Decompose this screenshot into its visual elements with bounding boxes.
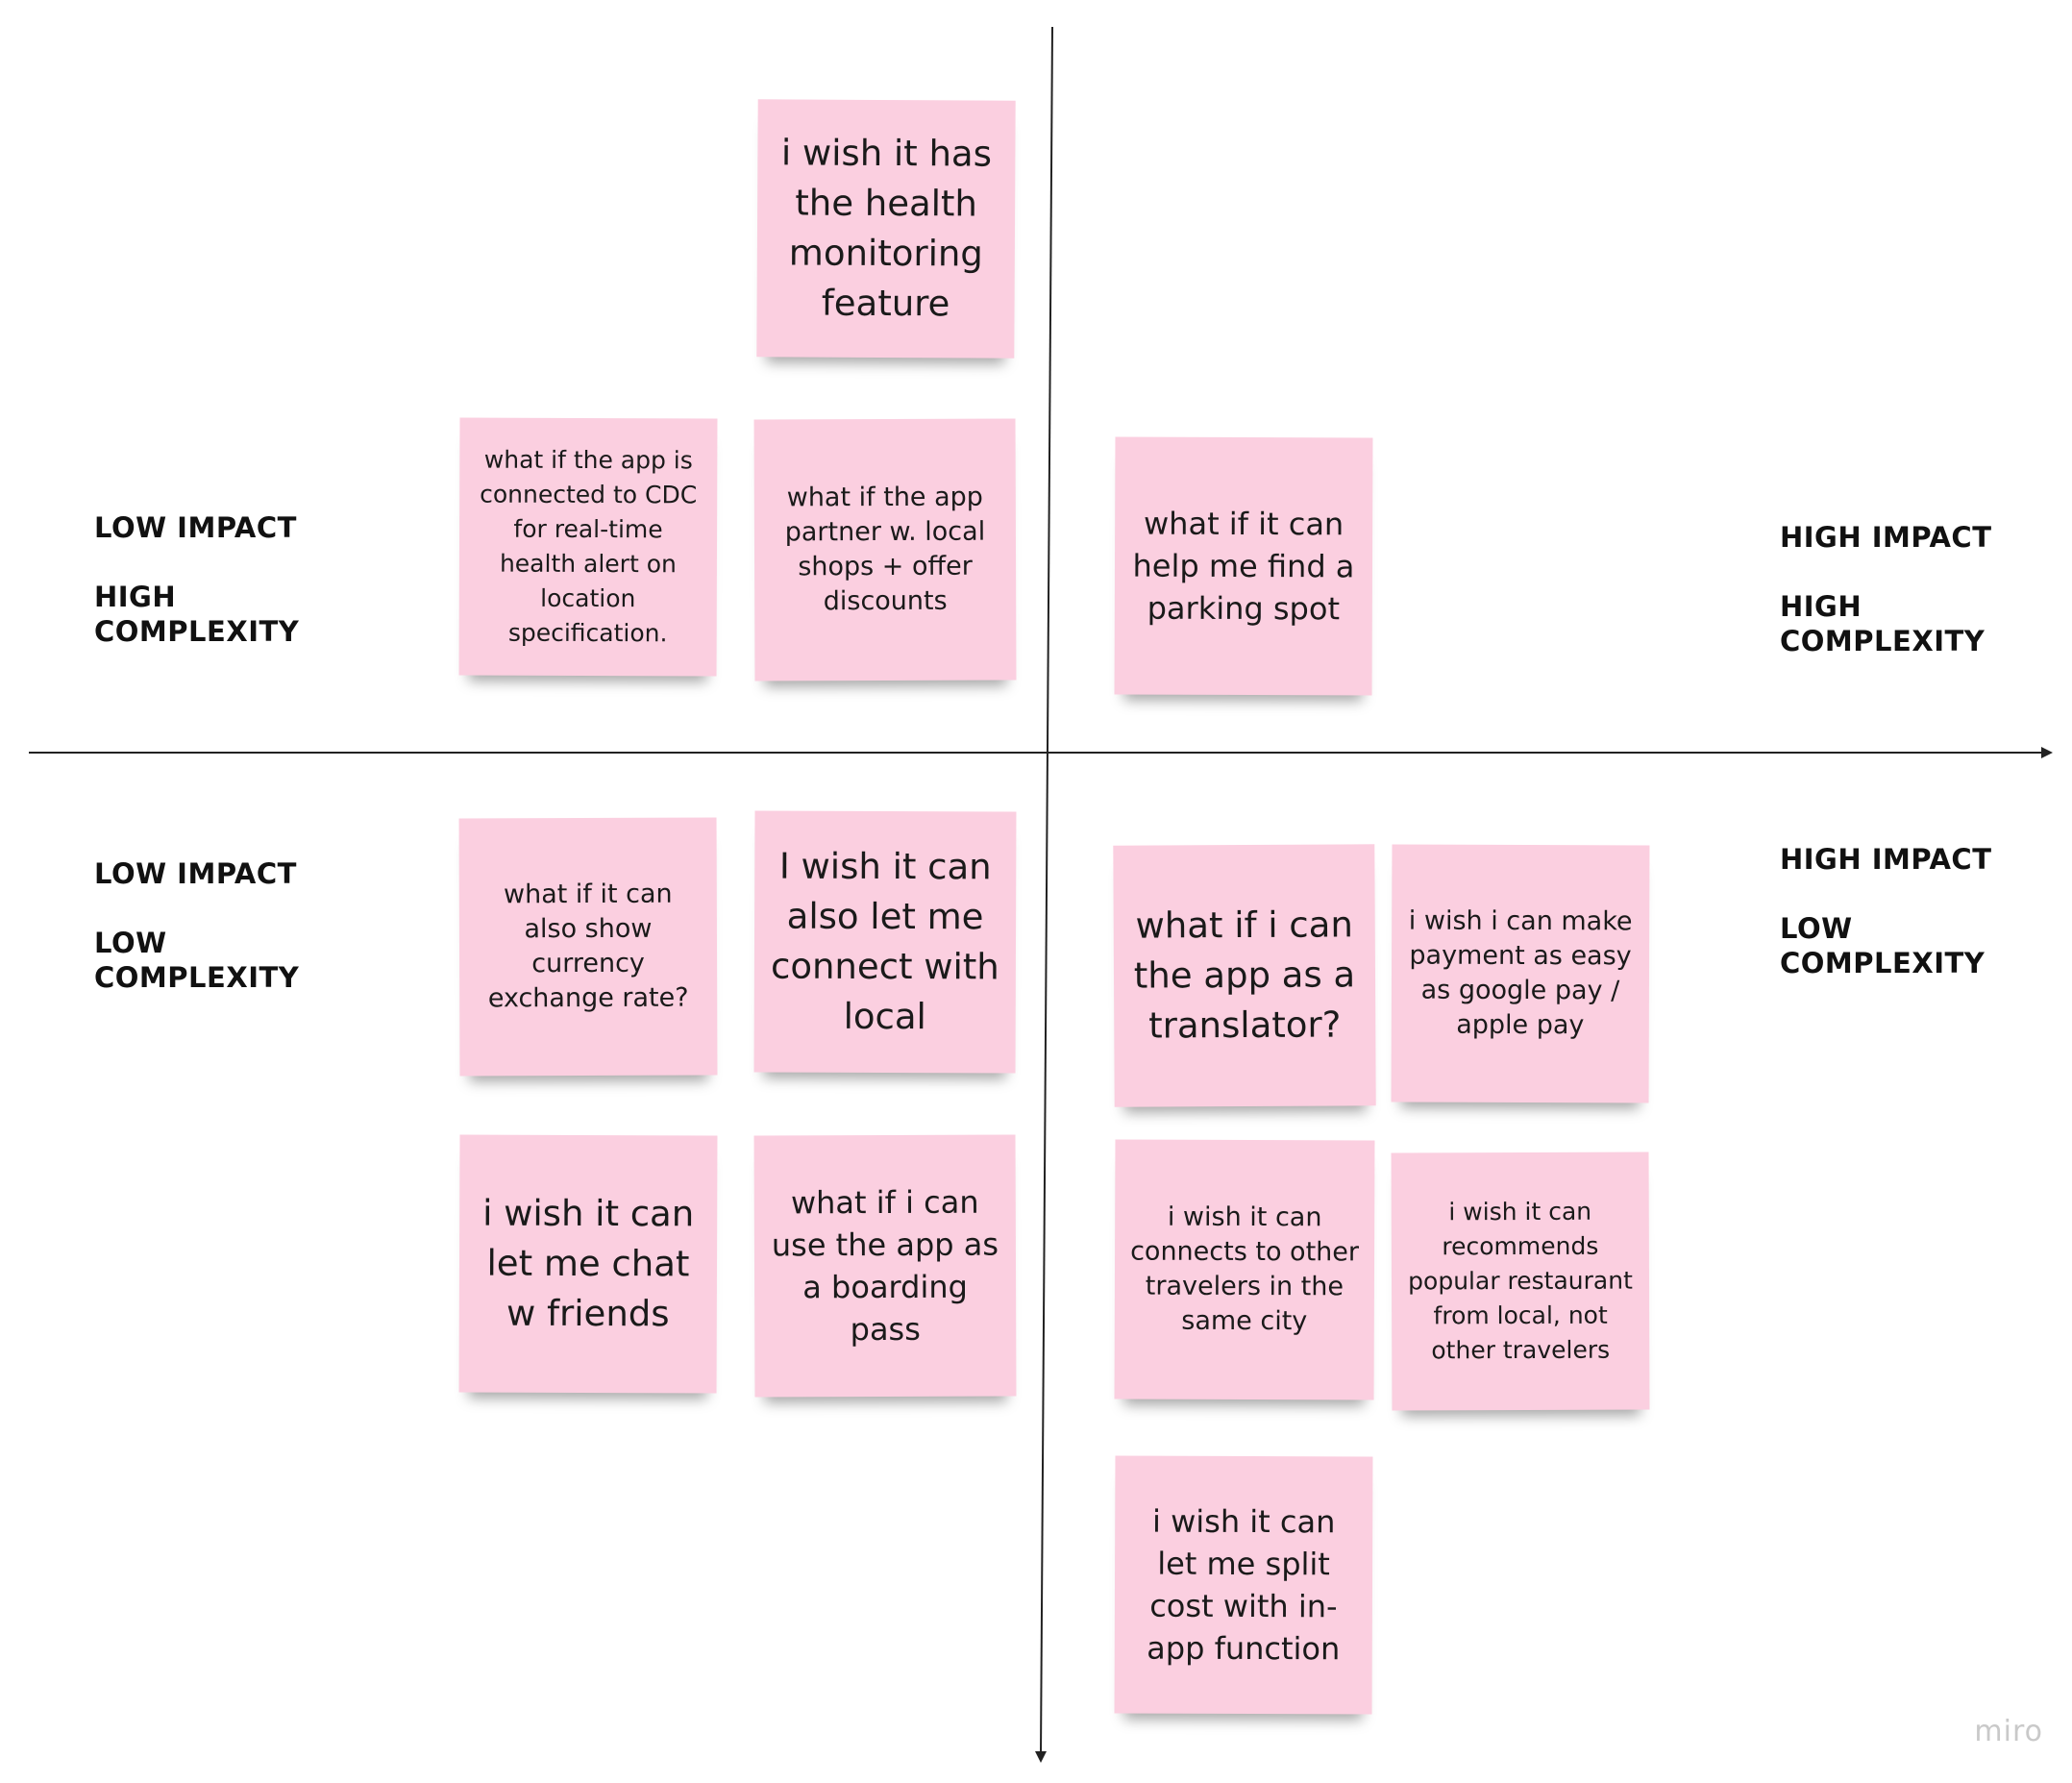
sticky-note[interactable]: i wish i can make payment as easy as goo…	[1391, 844, 1650, 1103]
sticky-note-text: what if it can help me find a parking sp…	[1132, 505, 1355, 628]
quadrant-label-bottom-right: HIGH IMPACT LOW COMPLEXITY	[1780, 843, 1992, 979]
sticky-note-text: i wish it can connects to other traveler…	[1130, 1201, 1360, 1337]
sticky-note-text: i wish it can let me split cost with in-…	[1147, 1502, 1341, 1668]
sticky-note[interactable]: i wish it can connects to other traveler…	[1114, 1139, 1375, 1400]
sticky-note-text: what if the app is connected to CDC for …	[480, 445, 698, 648]
sticky-note[interactable]: I wish it can also let me connect with l…	[753, 810, 1017, 1074]
sticky-note-text: I wish it can also let me connect with l…	[770, 845, 999, 1038]
sticky-note-text: what if i can use the app as a boarding …	[771, 1183, 999, 1349]
sticky-note[interactable]: what if i can the app as a translator?	[1113, 844, 1376, 1107]
sticky-note-text: i wish it can recommends popular restaur…	[1408, 1197, 1633, 1365]
quadrant-label-top-right: HIGH IMPACT HIGH COMPLEXITY	[1780, 521, 1992, 657]
sticky-note[interactable]: i wish it has the health monitoring feat…	[756, 99, 1016, 359]
sticky-note-text: what if i can the app as a translator?	[1133, 904, 1356, 1047]
sticky-note[interactable]: what if it can help me find a parking sp…	[1114, 436, 1373, 696]
horizontal-axis-arrowhead	[2041, 747, 2053, 758]
sticky-note[interactable]: what if i can use the app as a boarding …	[753, 1134, 1017, 1398]
sticky-note[interactable]: i wish it can recommends popular restaur…	[1391, 1152, 1650, 1411]
vertical-axis	[1040, 26, 1053, 1755]
sticky-note-text: i wish it has the health monitoring feat…	[780, 132, 993, 325]
sticky-note[interactable]: i wish it can let me split cost with in-…	[1114, 1455, 1373, 1715]
sticky-note-text: what if it can also show currency exchan…	[487, 879, 689, 1014]
miro-watermark: miro	[1974, 1715, 2043, 1748]
sticky-note[interactable]: what if the app is connected to CDC for …	[458, 417, 718, 677]
sticky-note-text: i wish it can let me chat w friends	[482, 1192, 695, 1335]
vertical-axis-arrowhead	[1035, 1751, 1047, 1763]
quadrant-label-top-left: LOW IMPACT HIGH COMPLEXITY	[94, 511, 300, 648]
sticky-note-text: i wish i can make payment as easy as goo…	[1408, 905, 1633, 1041]
sticky-note[interactable]: what if it can also show currency exchan…	[458, 817, 718, 1077]
sticky-note[interactable]: i wish it can let me chat w friends	[458, 1134, 718, 1394]
sticky-note[interactable]: what if the app partner w. local shops +…	[753, 418, 1017, 681]
quadrant-label-bottom-left: LOW IMPACT LOW COMPLEXITY	[94, 857, 300, 994]
sticky-note-text: what if the app partner w. local shops +…	[784, 482, 986, 617]
